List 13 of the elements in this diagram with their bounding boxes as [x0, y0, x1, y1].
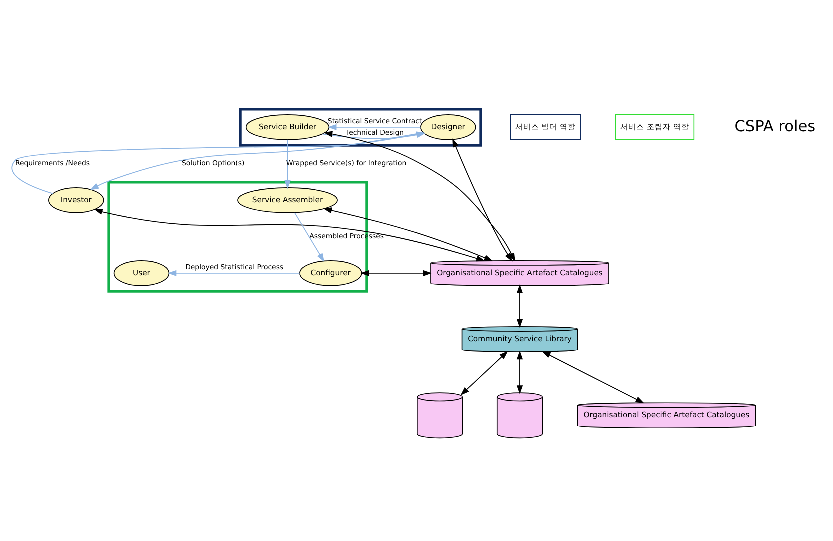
arrow — [168, 270, 300, 276]
arrow — [360, 270, 432, 276]
arrow — [516, 350, 524, 394]
arrow — [516, 284, 524, 328]
arrow — [94, 208, 486, 262]
label: CSPA roles — [734, 116, 816, 135]
arrow — [323, 207, 494, 261]
arrow — [328, 124, 422, 130]
arrow — [284, 139, 291, 189]
arrow — [460, 350, 508, 396]
arrow — [542, 350, 645, 404]
arrow — [90, 132, 424, 190]
arrow — [294, 212, 325, 262]
